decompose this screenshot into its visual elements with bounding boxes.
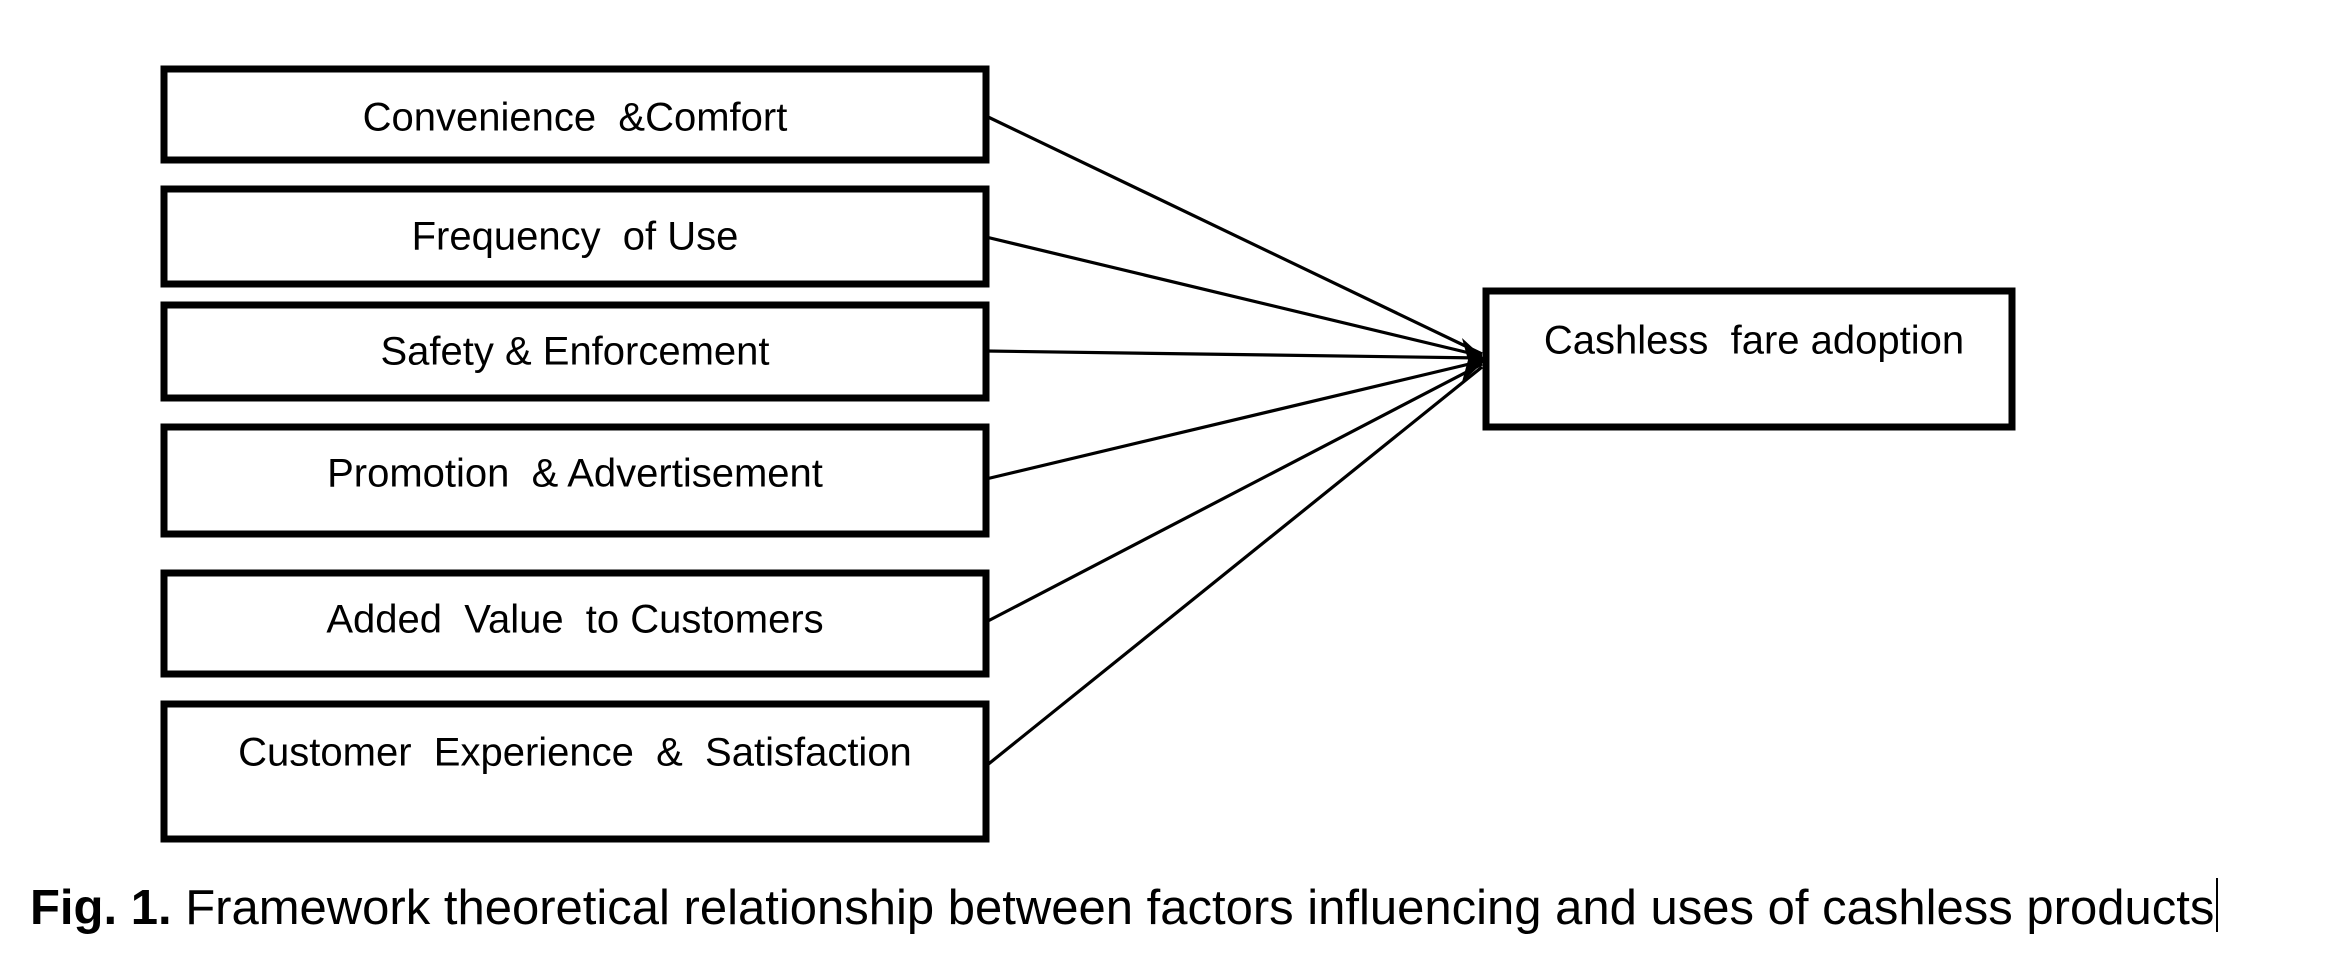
factor-label: Convenience &Comfort — [363, 96, 788, 140]
outcome-label: Cashless fare adoption — [1544, 319, 1964, 363]
figure-caption-text: Framework theoretical relationship betwe… — [171, 881, 2215, 935]
connector-convenience-comfort — [985, 114, 1483, 356]
factor-label: Frequency of Use — [412, 215, 739, 259]
factor-label: Customer Experience & Satisfaction — [238, 731, 912, 775]
factor-box-frequency-of-use: Frequency of Use — [160, 185, 990, 288]
factor-label: Safety & Enforcement — [380, 330, 769, 374]
factor-label: Promotion & Advertisement — [327, 452, 823, 496]
factor-box-convenience-comfort: Convenience &Comfort — [160, 65, 990, 164]
factor-box-added-value: Added Value to Customers — [160, 569, 990, 678]
factor-box-customer-experience: Customer Experience & Satisfaction — [160, 700, 990, 843]
connector-promotion-advertisement — [985, 359, 1483, 481]
text-cursor — [2216, 878, 2219, 932]
connector-safety-enforcement — [985, 349, 1483, 360]
connector-customer-experience — [984, 365, 1484, 768]
figure-caption: Fig. 1. Framework theoretical relationsh… — [30, 878, 2219, 938]
connector-frequency-of-use — [985, 235, 1483, 358]
factor-label: Added Value to Customers — [326, 598, 823, 642]
connector-added-value — [985, 362, 1483, 624]
outcome-box-cashless-fare-adoption: Cashless fare adoption — [1482, 287, 2016, 431]
figure-number: Fig. 1. — [30, 881, 172, 935]
factor-box-promotion-advertisement: Promotion & Advertisement — [160, 423, 990, 538]
connectors — [984, 114, 1486, 768]
factor-box-safety-enforcement: Safety & Enforcement — [160, 301, 990, 402]
arrowhead-cluster — [1462, 338, 1486, 382]
